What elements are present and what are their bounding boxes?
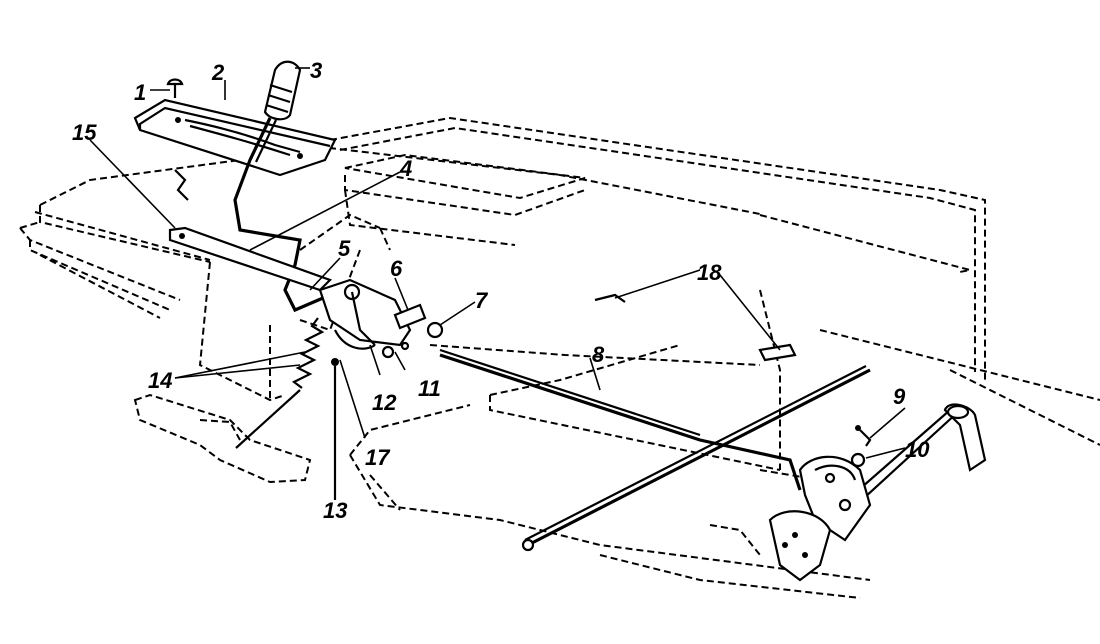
callout-12: 12 [372,390,397,415]
shift-lever [233,117,331,313]
callout-6: 6 [390,256,403,281]
callout-labels: 1 2 3 4 5 6 7 8 9 10 11 12 13 14 15 17 1… [72,58,930,523]
callout-17: 17 [365,445,391,470]
callout-9: 9 [893,384,906,409]
shift-rod [439,348,802,491]
shift-knob [263,60,302,121]
screw [166,78,184,98]
callout-15: 15 [72,120,97,145]
callout-7: 7 [475,288,489,313]
callout-5: 5 [338,236,351,261]
washer [850,452,866,468]
callout-4: 4 [399,156,412,181]
lower-mount-plate [768,510,832,582]
shift-plate [133,98,337,177]
callout-14: 14 [148,368,172,393]
frame-outline [19,116,1100,599]
callout-10: 10 [905,437,930,462]
callout-8: 8 [592,342,605,367]
pin [331,358,339,500]
callout-2: 2 [211,60,225,85]
cotter-pin [855,425,872,447]
callout-13: 13 [323,498,347,523]
spring [235,317,325,449]
pivot-assembly [318,278,444,359]
callout-11: 11 [418,376,441,401]
callout-3: 3 [310,58,322,83]
leader-lines [89,67,906,459]
callout-18: 18 [697,260,722,285]
bracket [168,169,333,292]
callout-1: 1 [134,80,146,105]
axle-rod [521,365,871,552]
panel-hooks [594,293,797,362]
